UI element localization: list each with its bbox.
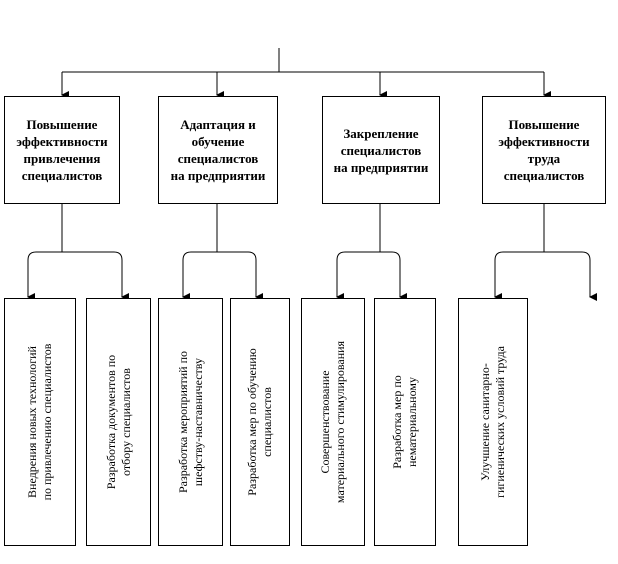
category-title-1: Повышение эффективности привлечения спец… <box>16 117 108 183</box>
category-box-1: Повышение эффективности привлечения спец… <box>4 96 120 204</box>
group-3-curve-left <box>336 251 380 301</box>
measure-text-3-2: Разработка мер по нематериальному <box>390 375 419 469</box>
measure-text-4-1: Улучшение санитарно- гигиенических услов… <box>478 346 507 498</box>
measure-box-2-1: Разработка мероприятий по шефству-настав… <box>158 298 223 546</box>
category-box-4: Повышение эффективности труда специалист… <box>482 96 606 204</box>
measure-text-1-2: Разработка документов по отбору специали… <box>103 354 133 490</box>
category-box-3: Закрепление специалистов на предприятии <box>322 96 440 204</box>
category-box-2: Адаптация и обучение специалистов на пре… <box>158 96 278 204</box>
measure-box-1-1: Внедрения новых технологий по привлечени… <box>4 298 76 546</box>
category-title-4: Повышение эффективности труда специалист… <box>498 117 590 183</box>
measure-box-3-1: Совершенствование материального стимулир… <box>301 298 365 546</box>
group-2-curve-left <box>182 251 217 301</box>
group-4-curve-right <box>544 251 597 301</box>
category-title-3: Закрепление специалистов на предприятии <box>333 125 429 175</box>
measure-box-4-1: Улучшение санитарно- гигиенических услов… <box>458 298 528 546</box>
group-1-curve-right <box>62 251 129 301</box>
category-title-2: Адаптация и обучение специалистов на пре… <box>170 117 266 183</box>
group-1-curve-left <box>27 251 62 301</box>
group-4-curve-left <box>494 251 544 301</box>
measure-box-3-2: Разработка мер по нематериальному <box>374 298 436 546</box>
group-3-curve-right <box>380 251 407 301</box>
measure-text-3-1: Совершенствование материального стимулир… <box>318 340 347 504</box>
measure-text-2-2: Разработка мер по обучению специалистов <box>245 348 274 496</box>
measure-box-1-2: Разработка документов по отбору специали… <box>86 298 151 546</box>
measure-box-2-2: Разработка мер по обучению специалистов <box>230 298 290 546</box>
measure-text-1-1: Внедрения новых технологий по привлечени… <box>25 343 54 501</box>
measure-text-2-1: Разработка мероприятий по шефству-настав… <box>175 350 205 494</box>
group-2-curve-right <box>217 251 263 301</box>
